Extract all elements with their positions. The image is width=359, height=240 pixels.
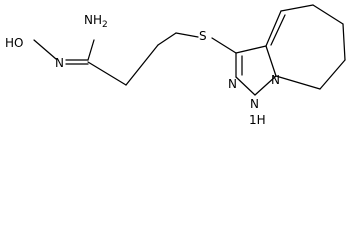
triazole-nh-label: N [250,97,259,111]
bond-o-n [33,39,57,60]
imine-nitrogen-label: N [55,56,64,70]
bond-c8-n-right [275,75,321,90]
bond-c3a-c4-double [270,14,286,46]
bond-c7-c8 [319,59,346,90]
bond-s-c3 [211,37,237,54]
bond-ch2-b-c [157,32,177,46]
molecule-canvas: NH2 HO N S N N N 1H [5,4,346,127]
triazole-n-left-label: N [228,77,237,91]
bond-ch2-s [175,32,199,38]
bond-c3a-n-right [265,45,277,77]
bond-c5-c6 [312,4,344,25]
bond-c3-c3a [235,45,267,54]
bond-c4-c5 [280,4,314,12]
bond-c-ch2-a [87,61,127,86]
bond-c6-c7 [342,23,346,61]
oxime-hydroxyl-label: HO [5,36,23,50]
triazole-n-right-label: N [271,73,280,87]
amine-label: NH2 [84,13,108,30]
chemical-structure-drawing: NH2 HO N S N N N 1H [5,4,346,127]
sulfur-label: S [199,29,207,43]
bond-ch2-a-b [125,44,159,86]
bond-nh-n-left [235,76,256,96]
ring-nh-label: 1H [249,113,266,127]
bond-c-nh2 [87,39,95,61]
bond-c3a-c4 [265,10,282,47]
bond-n-right-nh [254,75,277,96]
